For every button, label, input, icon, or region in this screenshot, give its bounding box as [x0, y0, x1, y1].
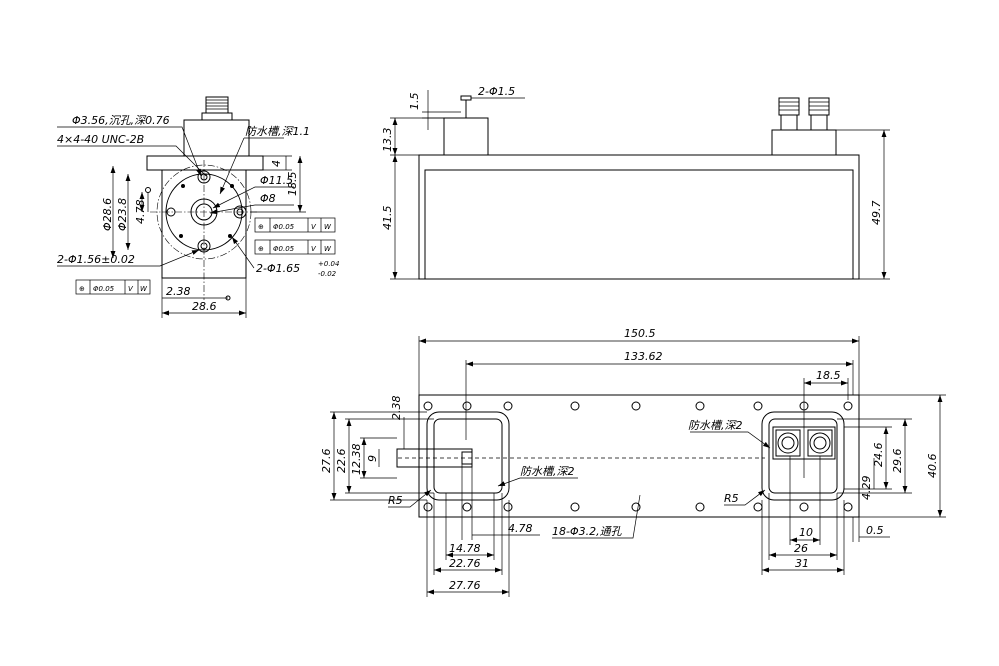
top-view: 150.5 133.62 18.5 2.38 防水槽,深2 防水槽,深2 27.… — [320, 327, 946, 597]
dim-150-5: 150.5 — [624, 327, 656, 340]
side-connector-left — [778, 97, 800, 131]
side-dim-13-3: 13.3 — [381, 128, 394, 153]
dim-8: Φ8 — [260, 192, 276, 205]
dim-11-5: Φ11.5 — [260, 174, 293, 187]
dim-12-38: 12.38 — [350, 444, 363, 476]
dim-22-76: 22.76 — [449, 557, 481, 570]
side-pin-note: 2-Φ1.5 — [478, 85, 515, 98]
dim-0-5: 0.5 — [866, 524, 884, 537]
side-left-block — [443, 117, 489, 156]
svg-text:V: V — [128, 285, 134, 293]
hole-note: Φ3.56,沉孔,深0.76 — [72, 114, 170, 127]
right-groove — [761, 411, 845, 501]
front-view: Φ3.56,沉孔,深0.76 4×4-40 UNC-2B 防水槽,深1.1 4 … — [57, 96, 339, 318]
left-groove — [426, 411, 510, 501]
side-dim-49-7: 49.7 — [870, 201, 883, 226]
groove-note-left: 防水槽,深2 — [520, 465, 575, 478]
svg-text:W: W — [324, 223, 332, 231]
through-hole-note: 18-Φ3.2,通孔 — [552, 525, 623, 538]
dim-133-62: 133.62 — [624, 350, 663, 363]
dim-2-38-top: 2.38 — [390, 396, 403, 421]
side-connector-right — [808, 97, 830, 131]
dim-31: 31 — [795, 557, 809, 570]
svg-text:⊕: ⊕ — [79, 285, 85, 293]
dim-4-78: 4.78 — [134, 200, 147, 225]
svg-text:Φ0.05: Φ0.05 — [93, 285, 115, 293]
dim-40-6: 40.6 — [926, 454, 939, 479]
dim-18-5-top: 18.5 — [816, 369, 841, 382]
svg-text:W: W — [140, 285, 148, 293]
svg-text:⊕: ⊕ — [258, 223, 264, 231]
svg-text:V: V — [311, 245, 317, 253]
dim-27-6: 27.6 — [320, 449, 333, 474]
svg-text:⊕: ⊕ — [258, 245, 264, 253]
groove-note: 防水槽,深1.1 — [245, 125, 310, 138]
svg-text:V: V — [311, 223, 317, 231]
r5-left: R5 — [388, 494, 403, 507]
pin-hole2-tol-upper: +0.04 — [318, 260, 339, 268]
dim-28-6: 28.6 — [192, 300, 217, 313]
pin-hole2-tol-lower: -0.02 — [318, 270, 337, 278]
groove-note-right: 防水槽,深2 — [688, 419, 743, 432]
thread-note: 4×4-40 UNC-2B — [57, 133, 144, 146]
side-right-block — [771, 129, 837, 156]
dim-2-38: 2.38 — [166, 285, 191, 298]
connector-port-1 — [775, 429, 801, 457]
pin-hole-note: 2-Φ1.56±0.02 — [57, 253, 135, 266]
dim-18-5: 18.5 — [286, 172, 299, 197]
dim-4: 4 — [270, 160, 283, 167]
r5-right: R5 — [724, 492, 739, 505]
connector-port-2 — [807, 429, 833, 457]
dim-29-6: 29.6 — [891, 449, 904, 474]
dim-27-76: 27.76 — [449, 579, 481, 592]
svg-text:W: W — [324, 245, 332, 253]
pin-hole2-note: 2-Φ1.65 — [256, 262, 300, 275]
side-dim-41-5: 41.5 — [381, 206, 394, 231]
front-flange — [145, 155, 264, 300]
dim-23-8-dia: Φ23.8 — [116, 198, 129, 231]
dim-9: 9 — [366, 455, 379, 462]
svg-text:Φ0.05: Φ0.05 — [273, 245, 295, 253]
dim-22-6: 22.6 — [335, 449, 348, 474]
side-dim-1-5: 1.5 — [408, 93, 421, 111]
dim-26: 26 — [794, 542, 808, 555]
dim-14-78: 14.78 — [449, 542, 481, 555]
svg-text:Φ0.05: Φ0.05 — [273, 223, 295, 231]
dim-28-6-dia: Φ28.6 — [101, 198, 114, 231]
dim-4-29: 4.29 — [860, 476, 873, 501]
dim-10: 10 — [799, 526, 813, 539]
dim-24-6: 24.6 — [872, 443, 885, 468]
side-view: 1.5 2-Φ1.5 13.3 41.5 49.7 — [381, 85, 890, 280]
dim-4-78-top: 4.78 — [508, 522, 533, 535]
front-connector — [183, 96, 250, 157]
